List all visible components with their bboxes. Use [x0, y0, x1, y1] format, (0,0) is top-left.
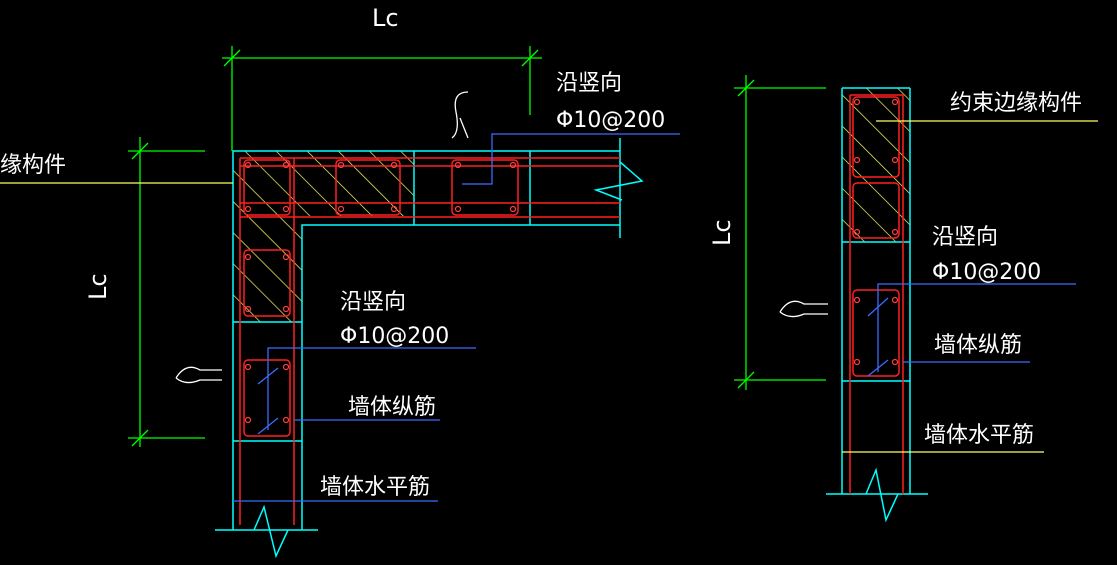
- left-mid-vertical-bar-line1: 沿竖向: [340, 290, 406, 315]
- left-wall-longitudinal-bar-label: 墙体纵筋: [348, 395, 436, 420]
- left-dimension-side: [128, 137, 205, 447]
- right-hatched-region: [842, 88, 910, 242]
- left-wall-outline: [215, 138, 621, 531]
- right-lc-side-label: Lc: [708, 219, 736, 246]
- left-edge-member-label: 缘构件: [0, 153, 66, 178]
- left-top-vertical-bar-line1: 沿竖向: [556, 71, 622, 96]
- left-wall-horizontal-bar-label: 墙体水平筋: [320, 475, 430, 500]
- left-mid-vertical-bar-line2: Φ10@200: [340, 324, 449, 349]
- right-rebar-lines: [849, 94, 904, 494]
- left-lc-top-label: Lc: [372, 4, 399, 32]
- right-dimension-side: [734, 75, 826, 390]
- right-vertical-bar-line2: Φ10@200: [932, 260, 1041, 285]
- left-hatched-region: [233, 151, 414, 322]
- left-section-bracket-top: [451, 91, 469, 139]
- left-section-bracket-side: [175, 366, 222, 384]
- left-rebar-lines: [239, 157, 620, 525]
- left-stirrups: [243, 159, 519, 437]
- left-dimension-top: [222, 46, 542, 151]
- left-top-vertical-bar-line2: Φ10@200: [556, 108, 665, 133]
- right-stirrups: [852, 96, 900, 377]
- right-vertical-bar-line1: 沿竖向: [932, 225, 998, 250]
- right-wall-horizontal-bar-label: 墙体水平筋: [924, 423, 1034, 448]
- left-break-symbol-horizontal: [593, 161, 644, 201]
- right-break-symbol: [865, 467, 899, 523]
- right-rebar-dots: [853, 98, 899, 366]
- right-wall-detail: Lc 约束边缘构件 沿竖向 Φ10@200 墙体纵筋 墙体水平筋: [708, 75, 1098, 523]
- left-lc-side-label: Lc: [84, 273, 112, 300]
- right-leader-lines: [842, 120, 1098, 453]
- left-break-symbol-vertical: [253, 504, 289, 559]
- left-leader-lines: [0, 133, 680, 502]
- right-wall-outline: [826, 87, 928, 495]
- right-edge-member-label: 约束边缘构件: [950, 91, 1082, 116]
- left-rebar-dots: [244, 161, 517, 424]
- right-section-bracket: [779, 300, 828, 318]
- left-corner-detail: Lc Lc 缘构件 沿竖向 Φ10@200 沿竖向 Φ10@200 墙体纵筋 墙…: [0, 4, 680, 559]
- right-wall-longitudinal-bar-label: 墙体纵筋: [934, 333, 1022, 358]
